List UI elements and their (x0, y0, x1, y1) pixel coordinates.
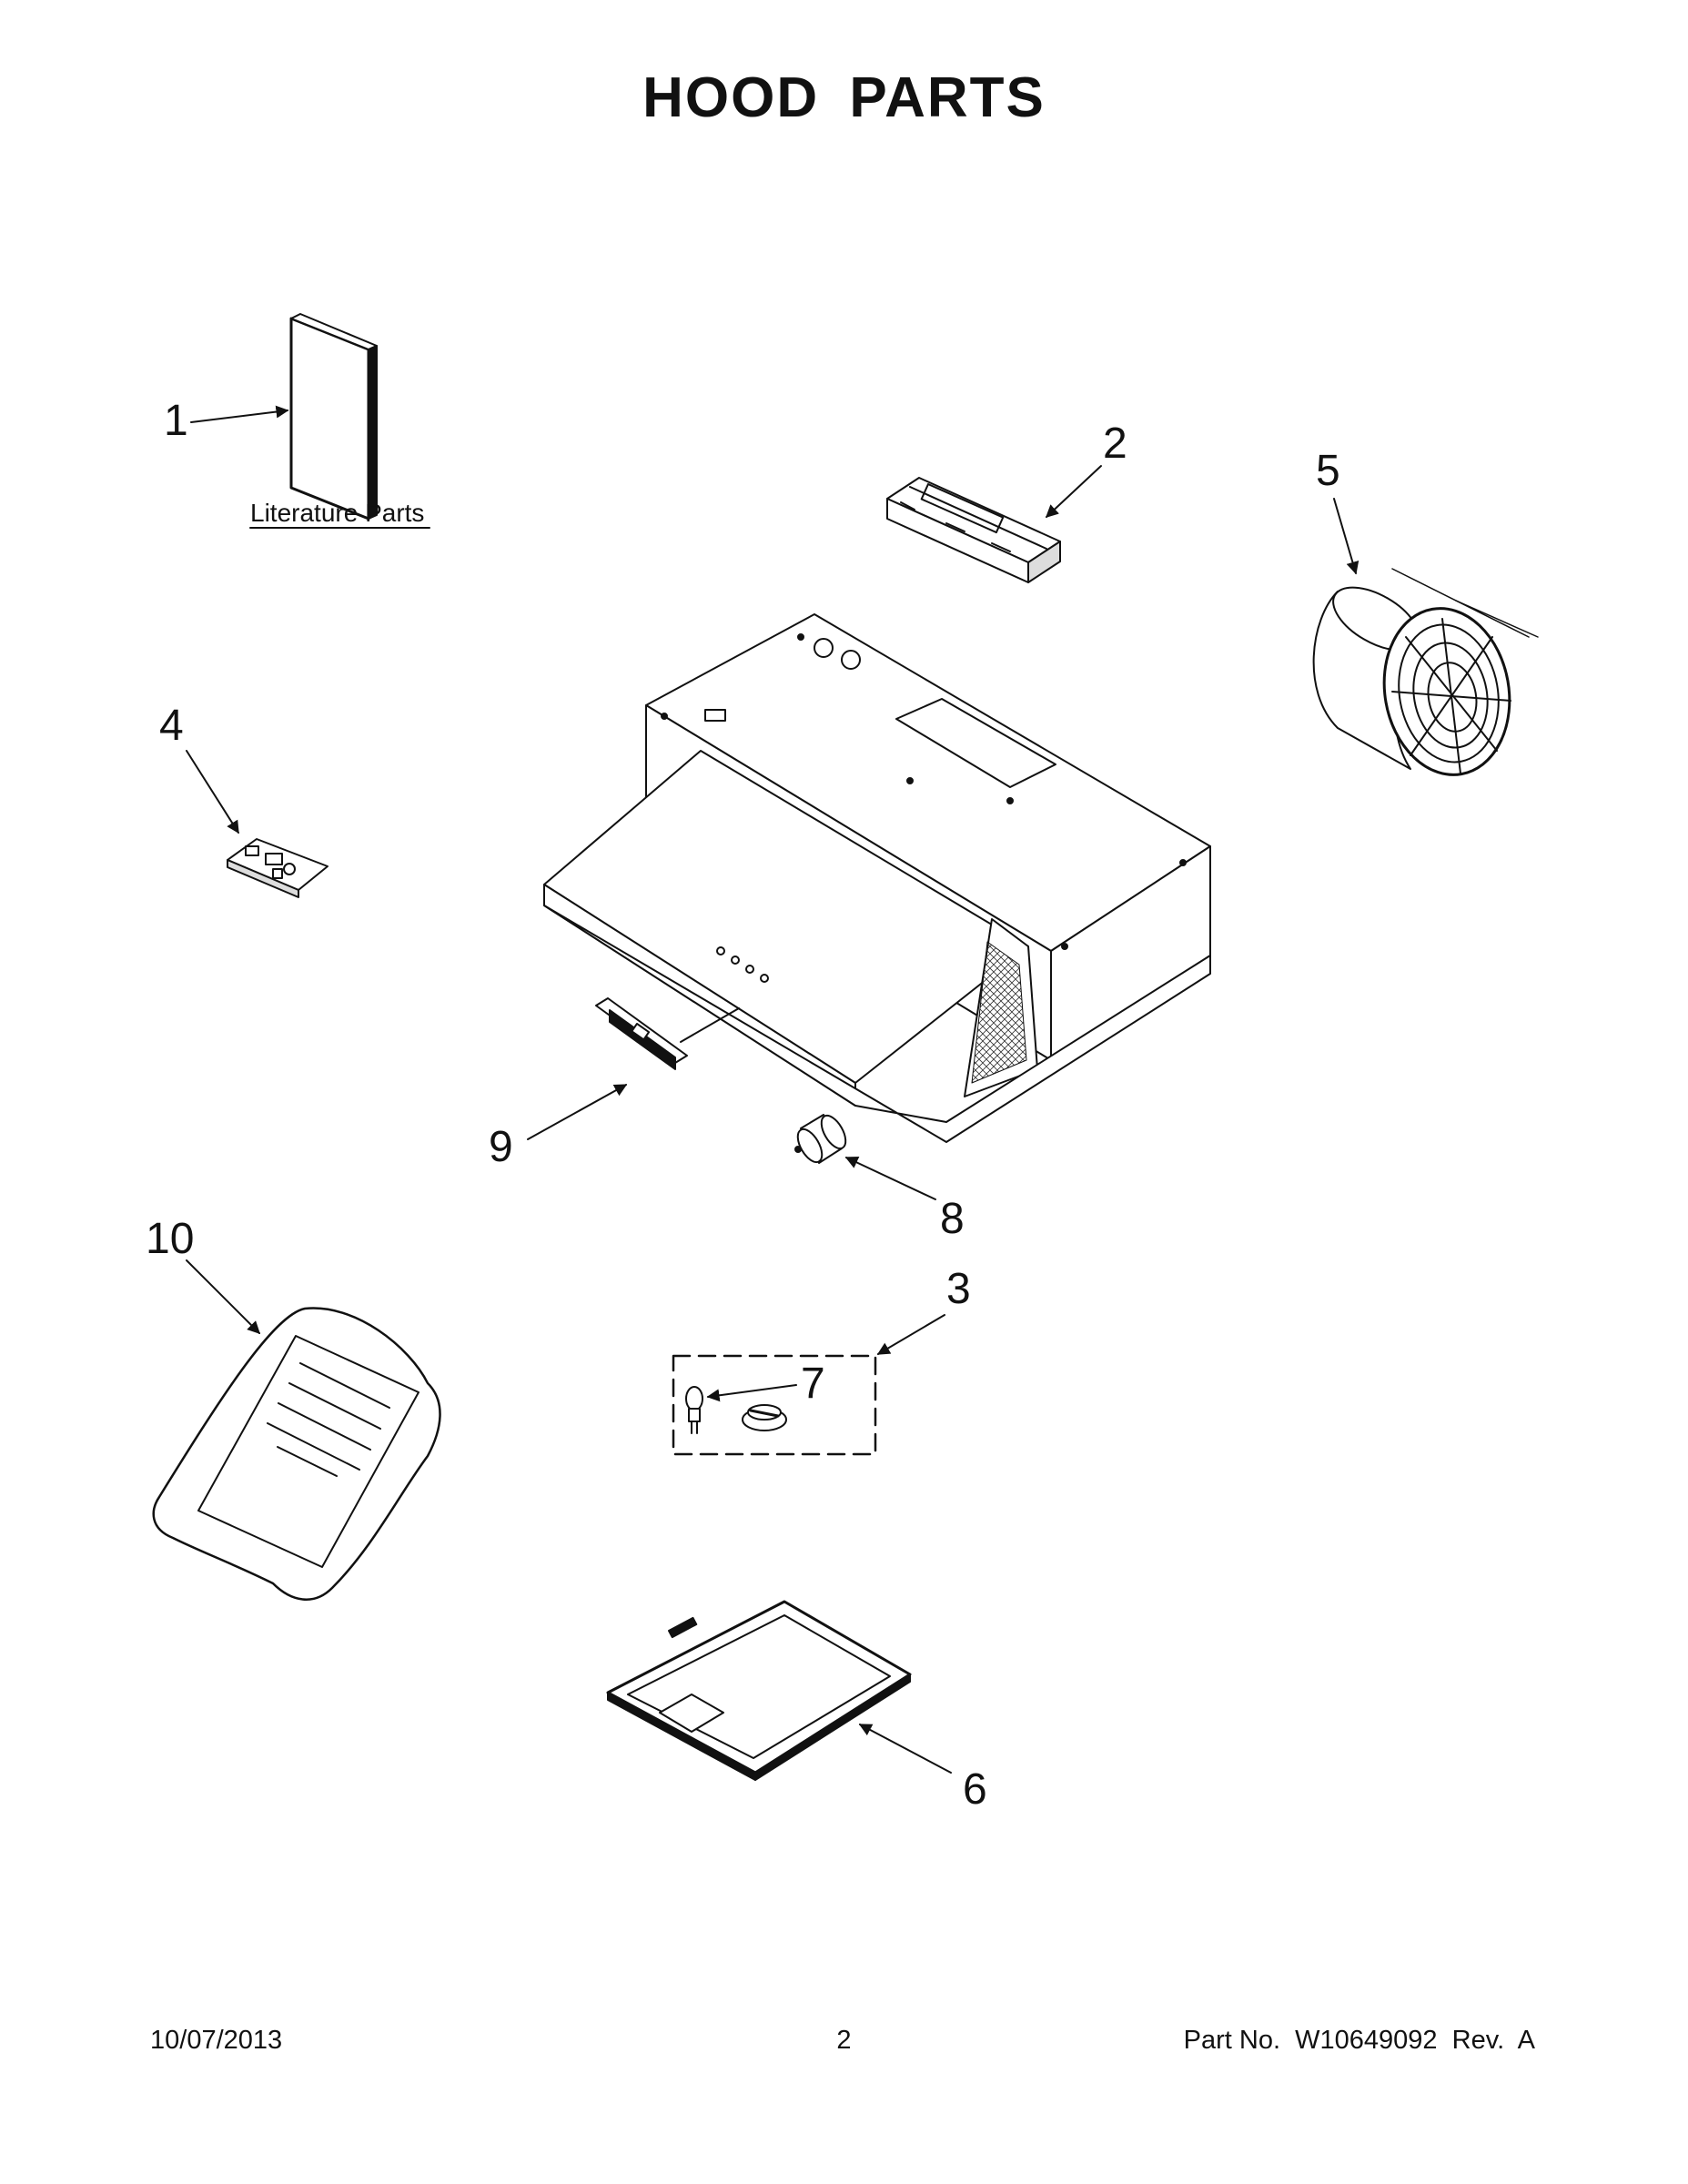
callout-5: 5 (1316, 447, 1340, 495)
blower-assembly (1312, 568, 1539, 776)
callout-2: 2 (1103, 420, 1127, 468)
leader-10 (186, 1259, 260, 1334)
grease-filter (606, 1600, 912, 1781)
footer-part-number: Part No. W10649092 Rev. A (1183, 2026, 1535, 2055)
switch-assembly (595, 997, 688, 1070)
lamp-kit-group (672, 1354, 877, 1456)
callout-8: 8 (940, 1195, 965, 1243)
callout-7: 7 (801, 1360, 825, 1408)
control-board (227, 838, 329, 898)
manual-bag (152, 1307, 441, 1601)
leader-1 (190, 405, 289, 423)
switch-guide-line (680, 1007, 740, 1043)
leader-8 (844, 1157, 936, 1200)
leader-3 (876, 1314, 945, 1355)
leader-9 (527, 1084, 628, 1140)
callout-3: 3 (946, 1265, 971, 1313)
leader-5 (1333, 498, 1359, 575)
callout-10: 10 (146, 1215, 194, 1263)
literature-booklet (289, 313, 378, 521)
capacitor (794, 1114, 847, 1164)
callout-9: 9 (489, 1123, 513, 1171)
halogen-bulb (685, 1386, 703, 1434)
leader-2 (1045, 465, 1102, 518)
range-hood-body (543, 613, 1211, 1143)
mounting-bracket (886, 477, 1061, 583)
leader-4 (186, 750, 239, 834)
callout-1: 1 (164, 397, 188, 445)
callout-6: 6 (963, 1765, 987, 1814)
leader-7 (706, 1384, 797, 1402)
leader-6 (858, 1724, 952, 1774)
lamp-lens (742, 1404, 787, 1431)
callout-4: 4 (159, 702, 184, 750)
footer-page-number: 2 (836, 2026, 852, 2055)
footer-date: 10/07/2013 (150, 2026, 283, 2055)
literature-parts-label: Literature Parts (250, 499, 424, 527)
page-title: HOOD PARTS (642, 66, 1046, 129)
